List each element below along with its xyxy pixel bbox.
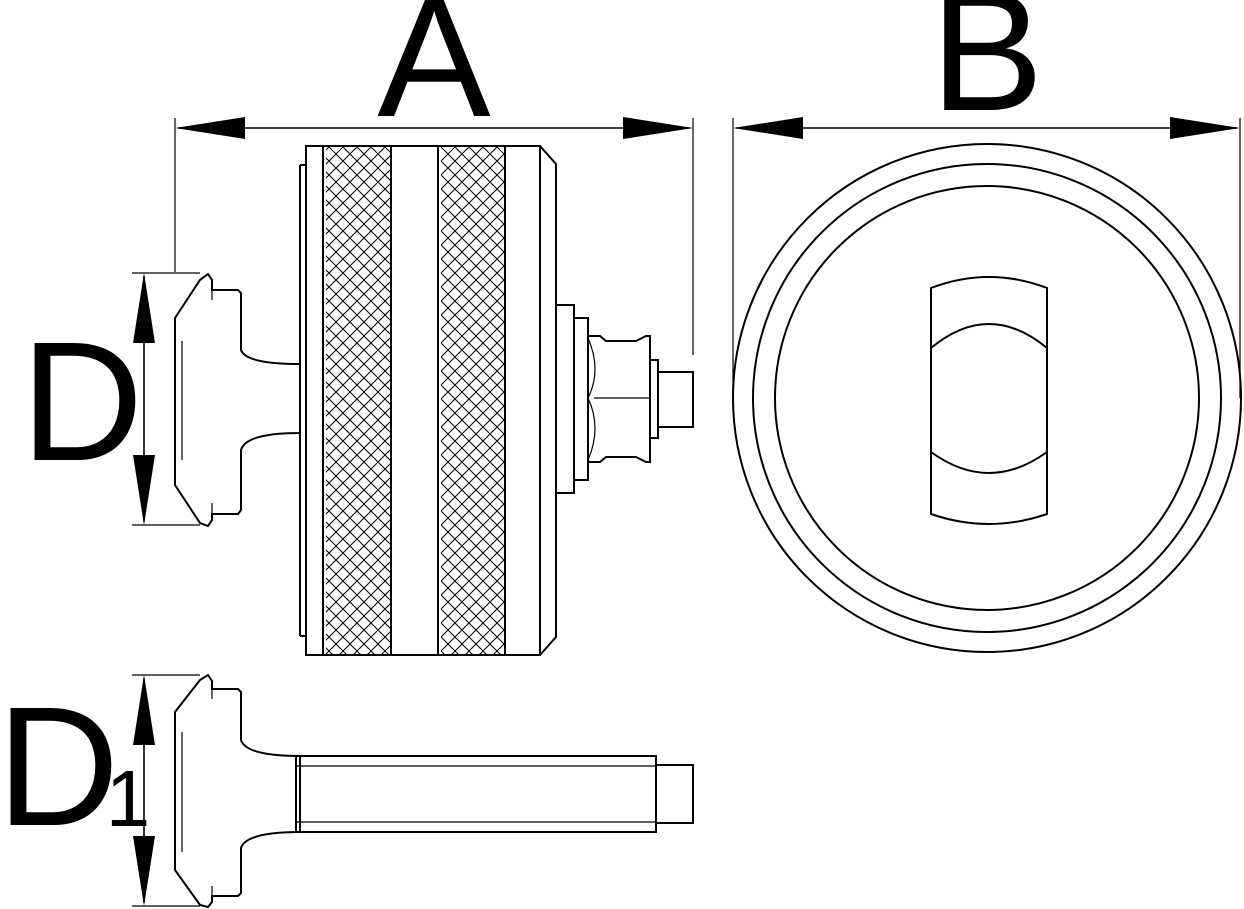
- label-b: B: [930, 0, 1043, 147]
- knurl-band-right: [441, 146, 505, 655]
- side-view-assembly: [174, 145, 694, 656]
- spindle-shaft: [295, 755, 657, 833]
- label-a: A: [377, 0, 491, 153]
- dimension-d: D: [21, 272, 200, 526]
- side-view-stub: [657, 371, 694, 428]
- label-d1-subscript: 1: [106, 754, 151, 843]
- side-view-nut: [587, 335, 651, 463]
- dimension-d1: D 1: [0, 672, 200, 907]
- front-view: [732, 143, 1242, 653]
- side-view-body: [305, 145, 541, 656]
- spindle-head: [174, 673, 301, 909]
- side-view-head: [174, 272, 301, 528]
- label-d: D: [21, 307, 144, 497]
- knurl-band-left: [326, 146, 391, 655]
- front-view-outer-ring: [732, 143, 1242, 653]
- spindle-view: [174, 673, 694, 909]
- dimension-a: A: [174, 0, 694, 355]
- spindle-tip: [655, 764, 694, 824]
- label-d1: D: [0, 672, 119, 862]
- front-view-slot: [930, 276, 1048, 525]
- dimension-b: B: [732, 0, 1241, 398]
